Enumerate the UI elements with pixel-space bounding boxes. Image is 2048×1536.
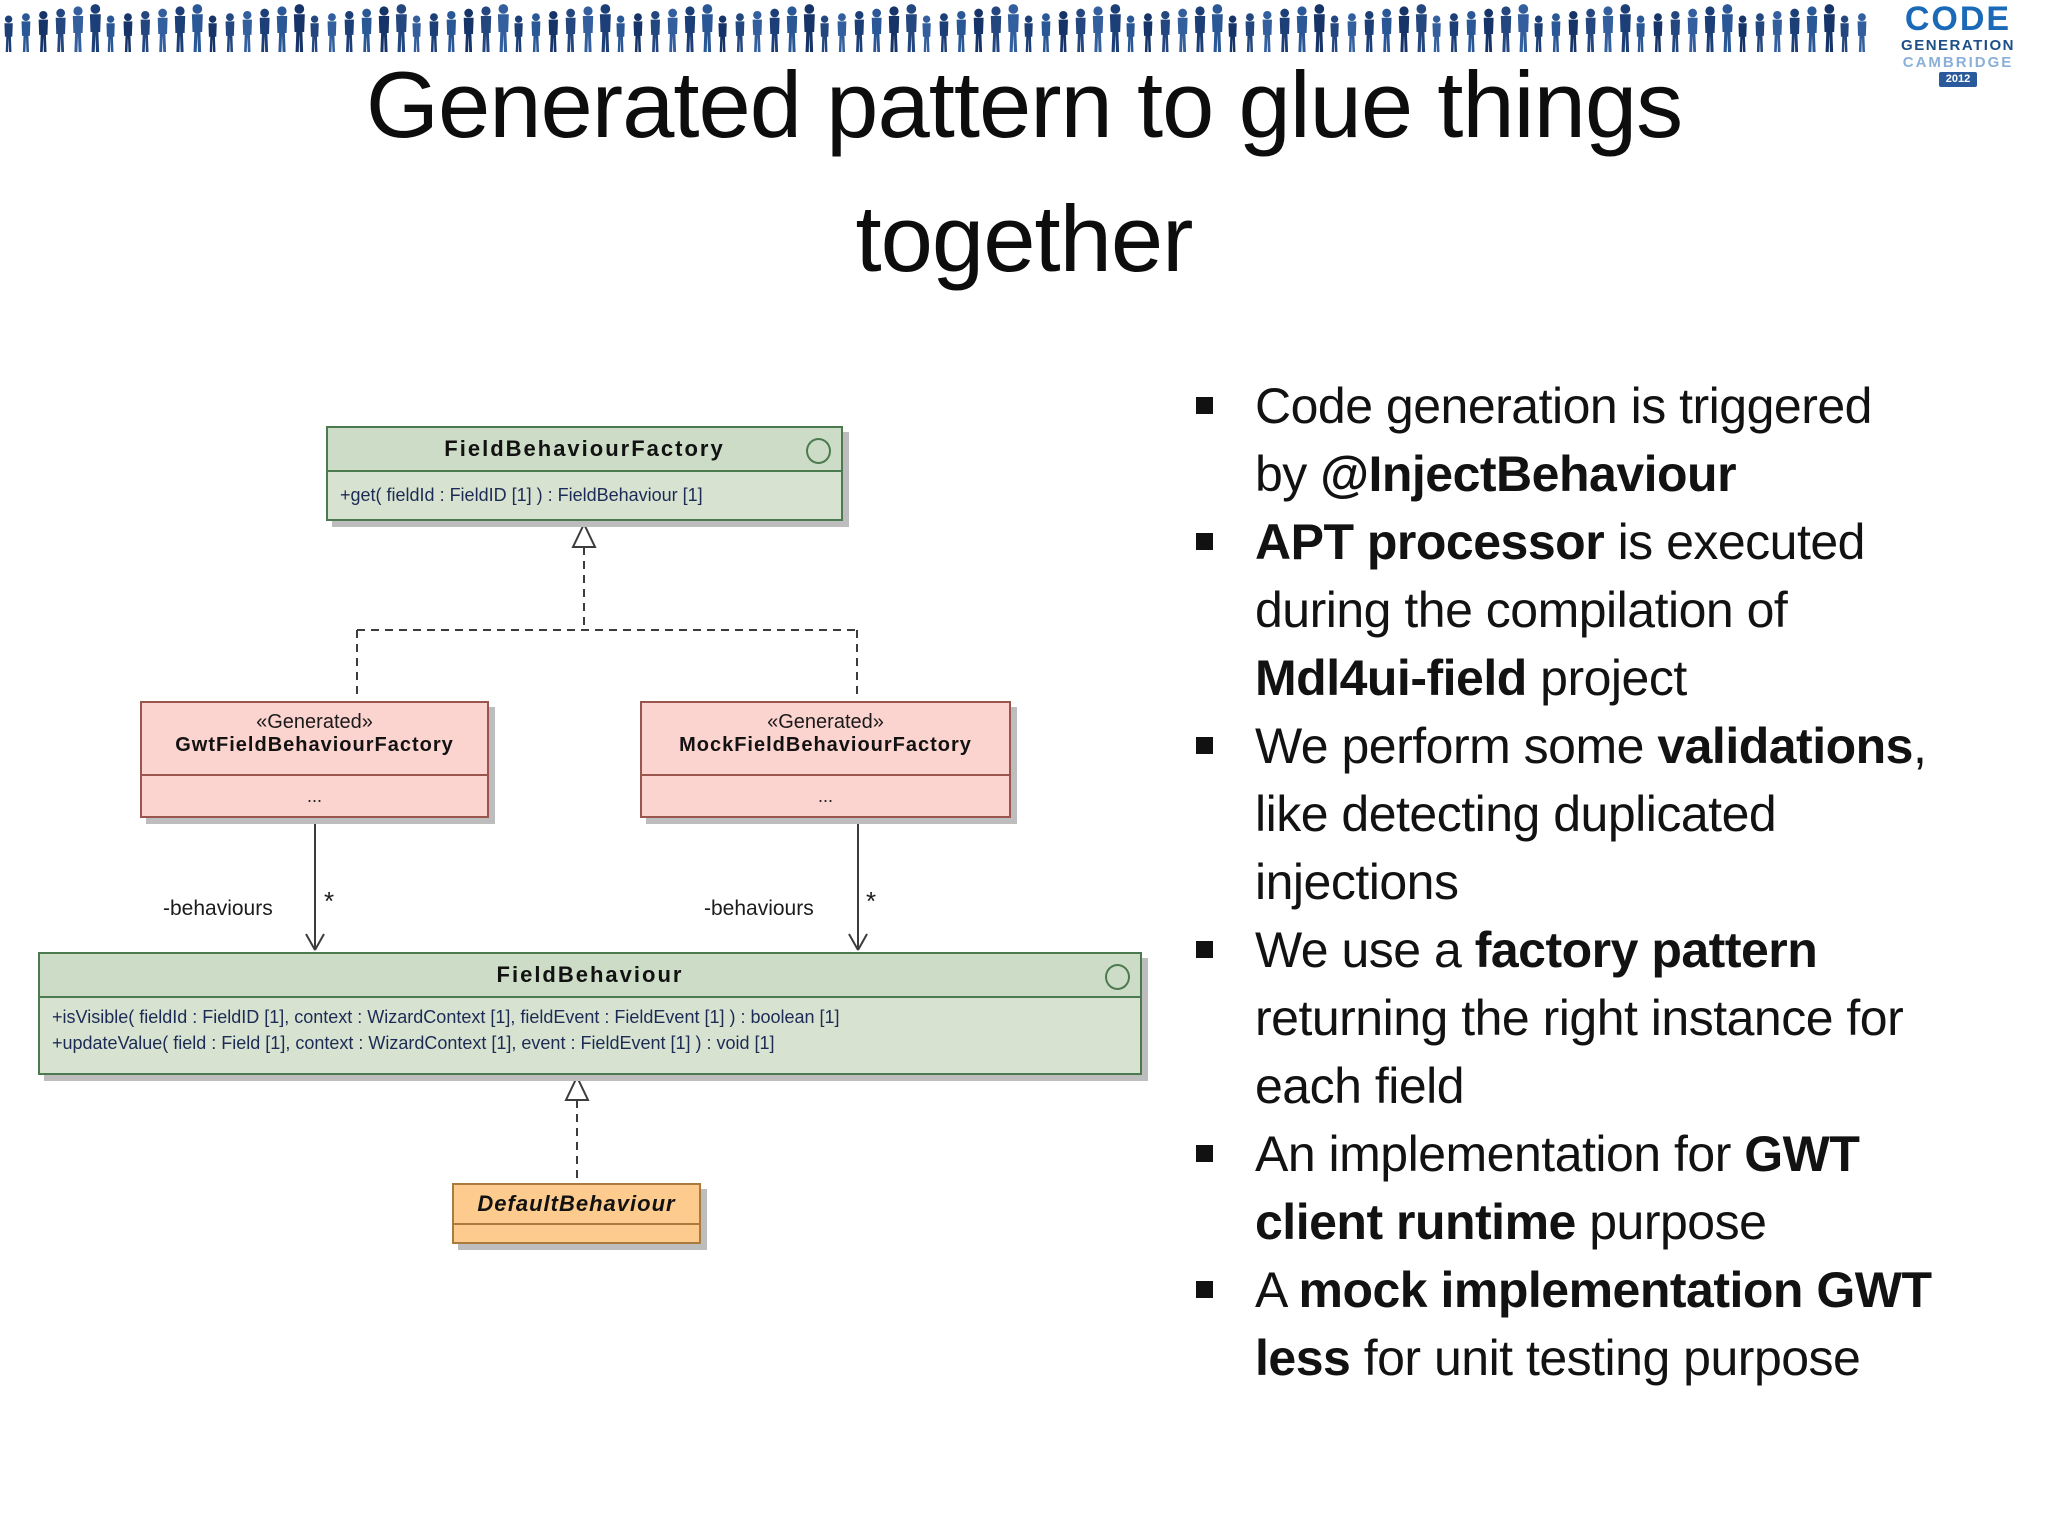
method-signature: +isVisible( fieldId : FieldID [1], conte…	[52, 1007, 840, 1027]
method-signature: +updateValue( field : Field [1], context…	[52, 1033, 775, 1053]
class-box-mockfieldbehaviourfactory: «Generated» MockFieldBehaviourFactory ..…	[640, 701, 1011, 818]
class-body-ellipsis: ...	[306, 786, 322, 806]
class-box-gwtfieldbehaviourfactory: «Generated» GwtFieldBehaviourFactory ...	[140, 701, 489, 818]
edge-label-behaviours-left: -behaviours	[163, 897, 273, 920]
slide-title: Generated pattern to glue things togethe…	[0, 38, 2048, 306]
logo-year-badge: 2012	[1938, 72, 1978, 87]
class-stereotype: «Generated»	[767, 711, 884, 733]
class-header: FieldBehaviourFactory	[328, 428, 841, 472]
bullet-square-icon	[1196, 533, 1213, 550]
bullet-square-icon	[1196, 1145, 1213, 1162]
interface-circle-icon	[806, 438, 831, 464]
class-name: FieldBehaviourFactory	[444, 436, 725, 461]
class-box-defaultbehaviour: DefaultBehaviour	[452, 1183, 701, 1244]
conference-logo: CODE GENERATION CAMBRIDGE 2012	[1872, 2, 2044, 87]
class-header: FieldBehaviour	[40, 954, 1140, 998]
class-body-ellipsis: ...	[817, 786, 833, 806]
logo-title: CODE	[1904, 0, 2012, 38]
class-name: GwtFieldBehaviourFactory	[175, 734, 454, 756]
edge-label-behaviours-right: -behaviours	[704, 897, 814, 920]
logo-city: CAMBRIDGE	[1902, 54, 2014, 71]
class-header: DefaultBehaviour	[454, 1185, 699, 1225]
class-methods: +get( fieldId : FieldID [1] ) : FieldBeh…	[328, 472, 841, 516]
logo-subtitle: GENERATION	[1901, 37, 2015, 54]
class-stereotype: «Generated»	[256, 711, 373, 733]
edge-multiplicity-left: *	[324, 886, 335, 916]
bullet-square-icon	[1196, 397, 1213, 414]
slide-title-line1: Generated pattern to glue things	[365, 52, 1683, 157]
class-header: «Generated» GwtFieldBehaviourFactory	[142, 703, 487, 776]
class-box-fieldbehaviourfactory: FieldBehaviourFactory +get( fieldId : Fi…	[326, 426, 843, 521]
class-name: FieldBehaviour	[496, 962, 684, 987]
class-box-fieldbehaviour: FieldBehaviour +isVisible( fieldId : Fie…	[38, 952, 1142, 1075]
class-name: MockFieldBehaviourFactory	[679, 734, 972, 756]
bullet-item: We perform some validations,like detecti…	[1196, 712, 2048, 916]
edge-multiplicity-right: *	[866, 886, 877, 916]
method-signature: +get( fieldId : FieldID [1] ) : FieldBeh…	[340, 485, 703, 505]
slide-title-line2: together	[855, 186, 1194, 291]
class-header: «Generated» MockFieldBehaviourFactory	[642, 703, 1009, 776]
bullet-square-icon	[1196, 737, 1213, 754]
class-name: DefaultBehaviour	[477, 1191, 676, 1216]
bullet-square-icon	[1196, 1281, 1213, 1298]
crowd-banner	[4, 4, 1867, 53]
bullet-square-icon	[1196, 941, 1213, 958]
class-methods: +isVisible( fieldId : FieldID [1], conte…	[40, 998, 1140, 1064]
interface-circle-icon	[1105, 964, 1130, 990]
bullet-text: We perform some validations,like detecti…	[1255, 718, 1927, 910]
